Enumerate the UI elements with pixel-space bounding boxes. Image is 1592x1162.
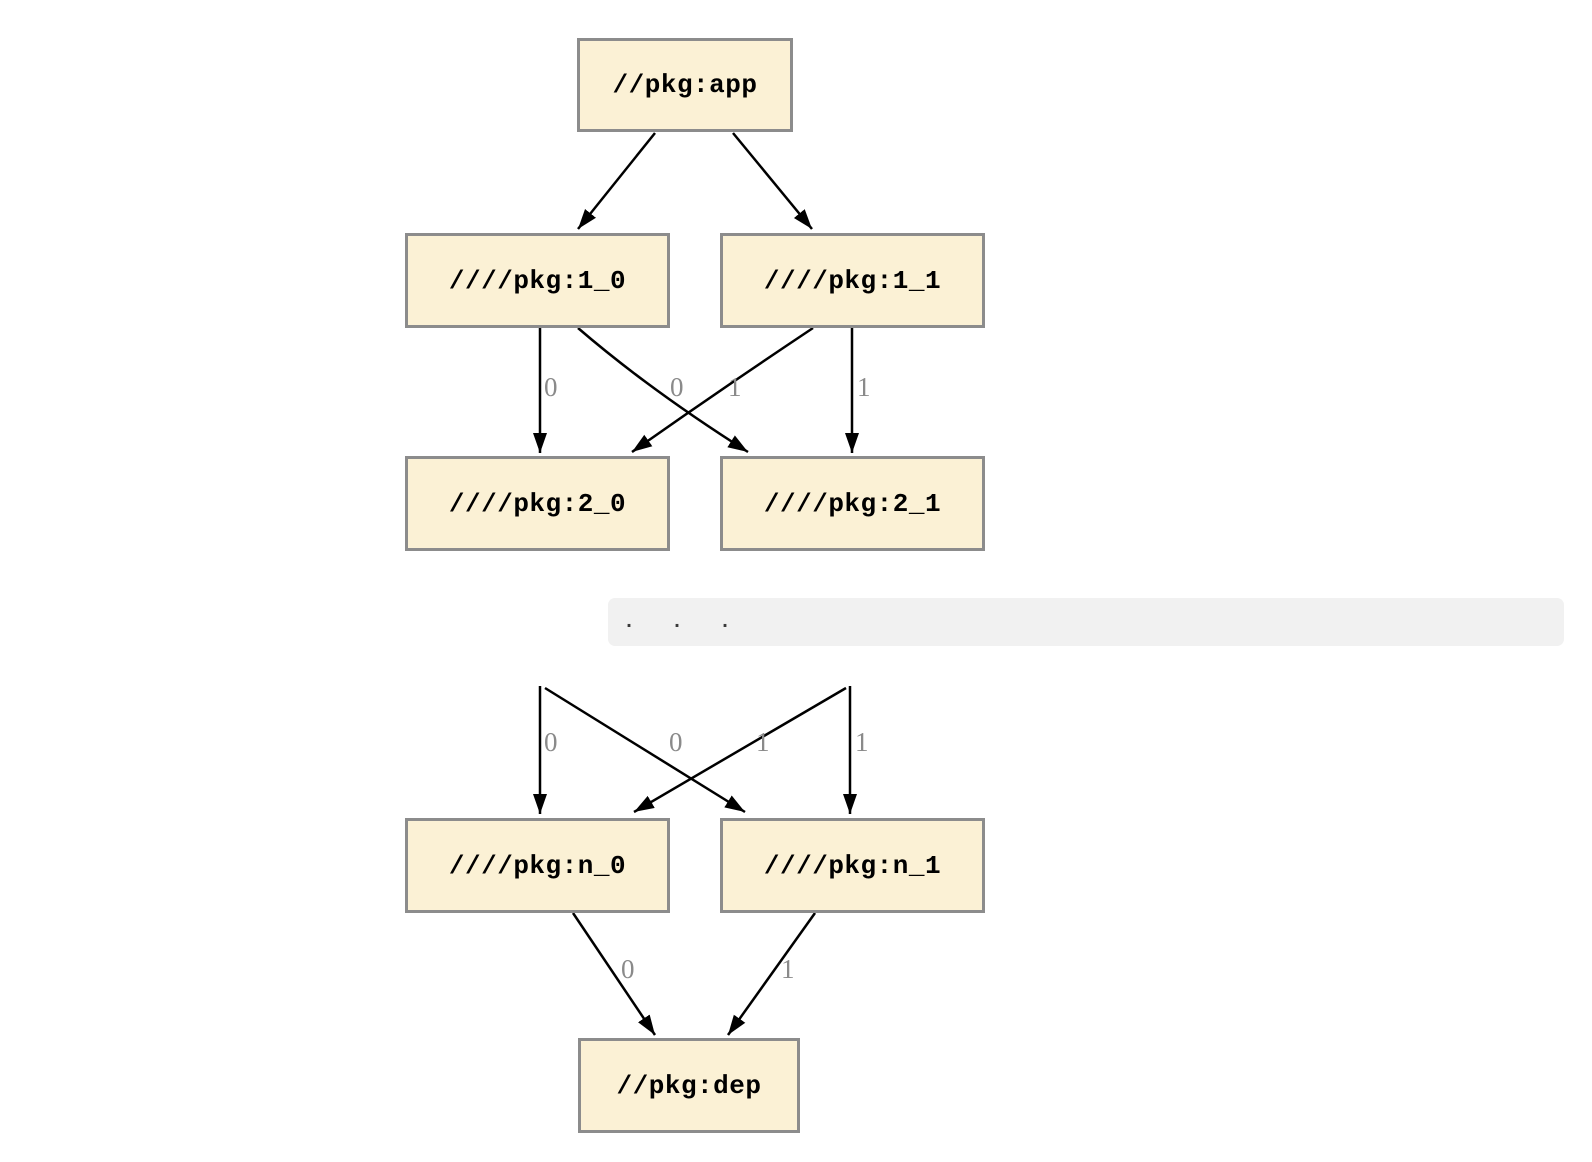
- edge-label-n-1-to-dep: 1: [781, 954, 795, 984]
- node-pkg-1-0-label: ////pkg:1_0: [448, 265, 627, 296]
- edge-app-to-1-1: [732, 132, 813, 230]
- edge-label-n-0-to-dep: 0: [621, 954, 635, 984]
- node-pkg-1-1: ////pkg:1_1: [720, 233, 985, 328]
- ellipsis-dots: . . .: [623, 611, 744, 634]
- ellipsis-node: . . .: [608, 598, 1564, 646]
- edge-label-1-1-to-2-1: 1: [857, 372, 871, 402]
- node-pkg-n-0-label: ////pkg:n_0: [448, 850, 627, 881]
- edge-label-dots-to-n-0-cross: 0: [669, 727, 683, 757]
- node-pkg-dep-label: //pkg:dep: [616, 1070, 762, 1101]
- edge-label-1-0-to-2-0: 0: [544, 372, 558, 402]
- node-pkg-2-1: ////pkg:2_1: [720, 456, 985, 551]
- edge-label-1-1-to-2-0: 0: [670, 372, 684, 402]
- edge-app-to-1-0: [577, 132, 656, 230]
- node-pkg-2-0-label: ////pkg:2_0: [448, 488, 627, 519]
- node-pkg-n-0: ////pkg:n_0: [405, 818, 670, 913]
- edge-dots-to-n-0-cross: [633, 686, 847, 814]
- edge-n-1-to-dep: [726, 912, 817, 1036]
- edge-n-0-to-dep: [571, 912, 657, 1036]
- edge-label-1-0-to-2-1: 1: [728, 372, 742, 402]
- edge-label-dots-to-n-1: 1: [855, 727, 869, 757]
- node-pkg-n-1-label: ////pkg:n_1: [763, 850, 942, 881]
- node-pkg-n-1: ////pkg:n_1: [720, 818, 985, 913]
- node-pkg-2-0: ////pkg:2_0: [405, 456, 670, 551]
- edge-dots-to-n-1-cross: [544, 686, 746, 814]
- edge-label-dots-to-n-0: 0: [544, 727, 558, 757]
- edge-1-0-to-2-1: [577, 327, 749, 454]
- node-pkg-dep: //pkg:dep: [578, 1038, 800, 1133]
- edge-1-1-to-2-0: [631, 326, 814, 454]
- node-pkg-1-0: ////pkg:1_0: [405, 233, 670, 328]
- edge-label-dots-to-n-1-cross: 1: [756, 727, 770, 757]
- node-pkg-app-label: //pkg:app: [612, 70, 758, 100]
- node-pkg-app: //pkg:app: [577, 38, 793, 132]
- node-pkg-1-1-label: ////pkg:1_1: [763, 265, 942, 296]
- node-pkg-2-1-label: ////pkg:2_1: [763, 488, 942, 519]
